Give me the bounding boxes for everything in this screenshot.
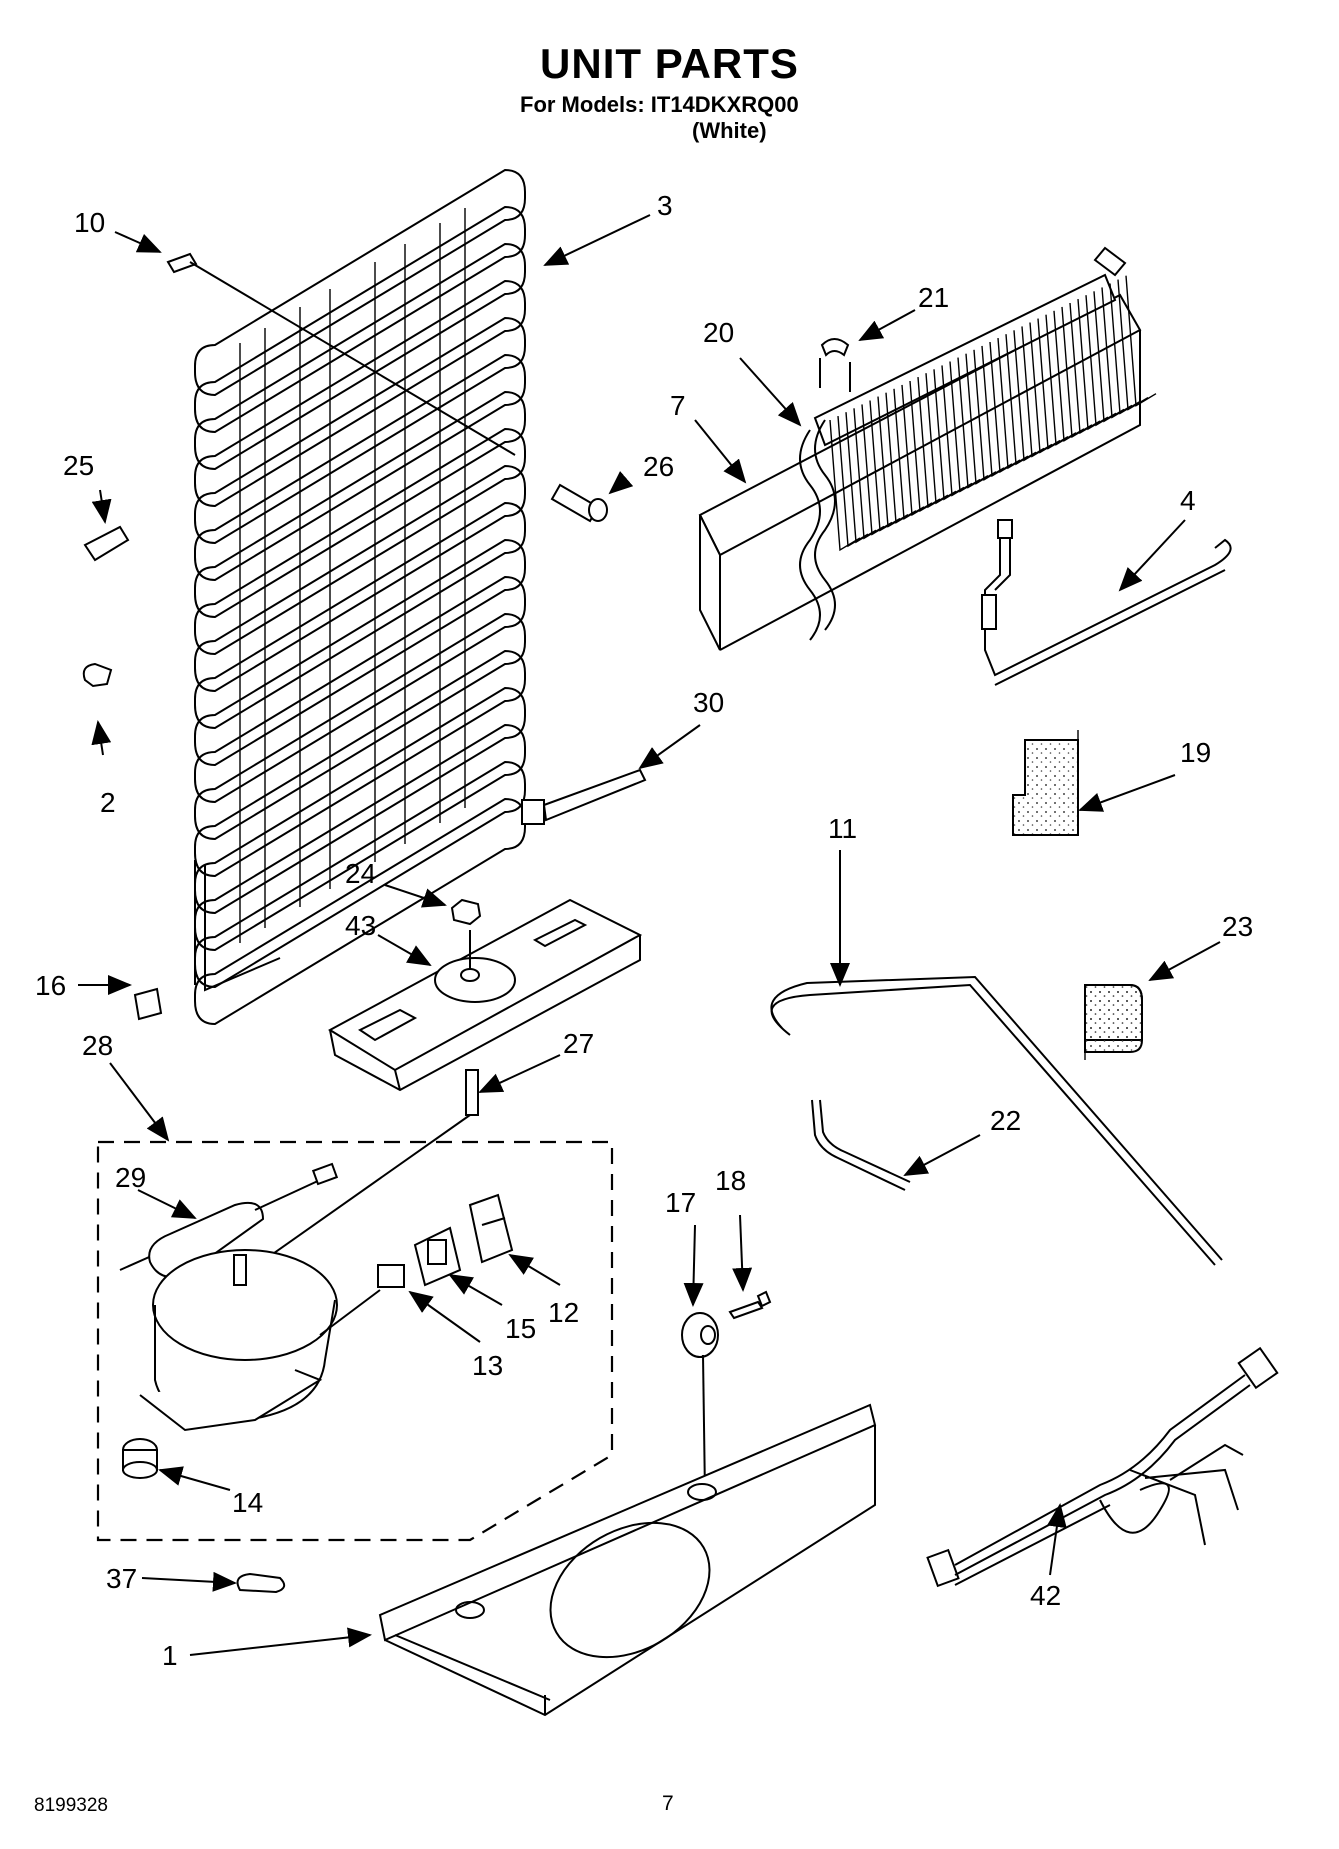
tube-27 — [465, 1069, 479, 1116]
callout-1: 1 — [162, 1640, 178, 1671]
relay-cover-12 — [468, 1193, 514, 1264]
callout-23: 23 — [1222, 911, 1253, 942]
wire-harness — [926, 1346, 1279, 1588]
callout-12: 12 — [548, 1297, 579, 1328]
callout-7: 7 — [670, 390, 686, 421]
callout-arrows — [78, 214, 1221, 1656]
callout-18: 18 — [715, 1165, 746, 1196]
callout-20: 20 — [703, 317, 734, 348]
callout-27: 27 — [563, 1028, 594, 1059]
callout-14: 14 — [232, 1487, 263, 1518]
base-pan — [378, 1403, 877, 1717]
foam-block-19 — [1012, 739, 1079, 836]
callout-17: 17 — [665, 1187, 696, 1218]
screw-part — [166, 252, 516, 456]
page-title: UNIT PARTS — [540, 40, 799, 87]
callout-28: 28 — [82, 1030, 113, 1061]
screw-18 — [728, 1290, 772, 1320]
callout-labels: 10 3 21 20 7 4 25 26 2 30 19 24 11 43 23… — [35, 190, 1253, 1671]
callout-16: 16 — [35, 970, 66, 1001]
models-line: For Models: IT14DKXRQ00 — [520, 92, 799, 117]
callout-2: 2 — [100, 787, 116, 818]
callout-19: 19 — [1180, 737, 1211, 768]
document-number: 8199328 — [34, 1795, 108, 1816]
callout-11: 11 — [828, 813, 857, 844]
callout-26: 26 — [643, 451, 674, 482]
clip-16 — [133, 987, 163, 1021]
evaporator — [698, 246, 1157, 651]
callout-22: 22 — [990, 1105, 1021, 1136]
compressor-assembly-box — [96, 1140, 614, 1542]
tubing-22 — [811, 1099, 906, 1191]
callout-29: 29 — [115, 1162, 146, 1193]
callout-37: 37 — [106, 1563, 137, 1594]
callout-15: 15 — [505, 1313, 536, 1344]
relay-15 — [413, 1226, 462, 1287]
callout-25: 25 — [63, 450, 94, 481]
defrost-heater — [981, 519, 1232, 686]
grommet-17 — [681, 1312, 719, 1358]
clip-21 — [820, 338, 850, 357]
color-line: (White) — [692, 118, 767, 143]
callout-43: 43 — [345, 910, 376, 941]
condenser-coil — [194, 168, 526, 1026]
callout-3: 3 — [657, 190, 673, 221]
callout-4: 4 — [1180, 485, 1196, 516]
page-number: 7 — [662, 1792, 674, 1815]
clip-2 — [82, 662, 113, 688]
callout-42: 42 — [1030, 1580, 1061, 1611]
drain-tray — [328, 898, 643, 1092]
bolt-part — [550, 483, 608, 523]
sensor-leads — [819, 358, 851, 392]
callout-13: 13 — [472, 1350, 503, 1381]
compressor — [139, 1249, 381, 1432]
callout-10: 10 — [74, 207, 105, 238]
wire-tie — [521, 768, 647, 825]
clip-37 — [236, 1572, 286, 1594]
overload-13 — [377, 1264, 405, 1288]
callout-30: 30 — [693, 687, 724, 718]
grommet-14 — [122, 1438, 158, 1479]
clip-25 — [83, 525, 130, 562]
callout-24: 24 — [345, 858, 376, 889]
callout-21: 21 — [918, 282, 949, 313]
